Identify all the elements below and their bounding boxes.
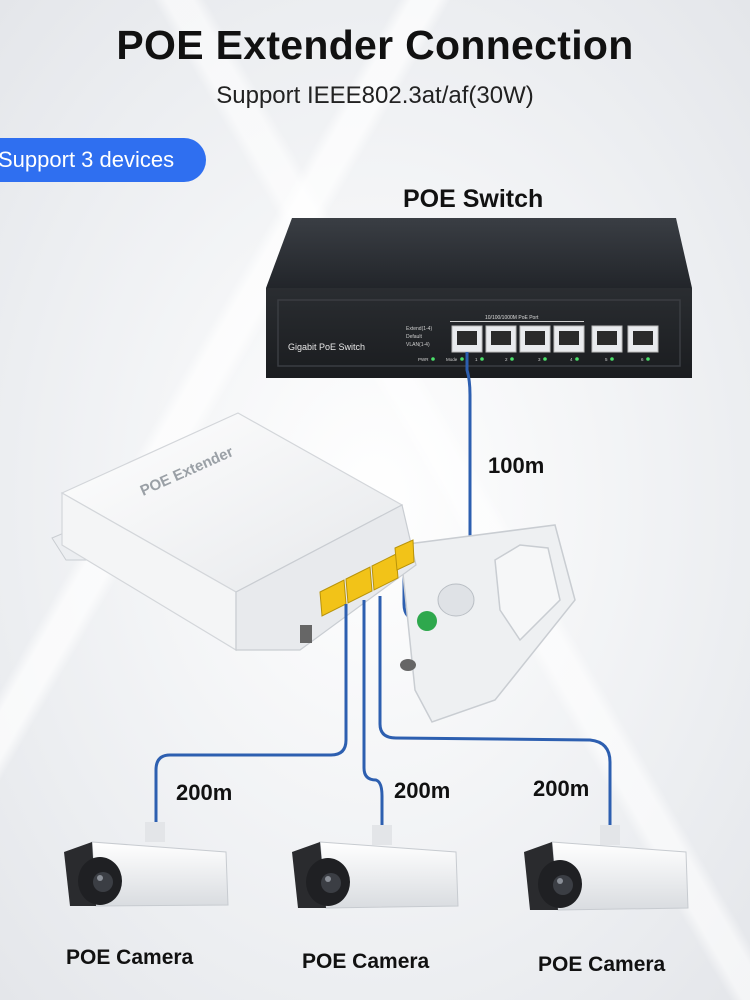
poe-camera-3 [524, 825, 689, 911]
switch-panel [277, 299, 681, 367]
led-mode [460, 357, 464, 361]
camera-cable-1 [154, 604, 348, 822]
switch-port-6-socket [633, 331, 653, 345]
switch-port-2-socket [491, 331, 511, 345]
camera-3-distance-label: 200m [533, 776, 590, 801]
switch-leds [431, 357, 650, 361]
port-header: 10/100/1000M PoE Port [485, 315, 539, 321]
mode-line-1: Extend(1-4) [406, 326, 432, 332]
camera-2-label: POE Camera [302, 950, 430, 973]
camera-cable-2 [362, 600, 384, 825]
extender-ports [319, 539, 415, 617]
camera-1-distance-label: 200m [176, 780, 233, 805]
mode-line-3: VLAN(1-4) [406, 342, 430, 348]
switch-panel-text: Gigabit PoE Switch [288, 342, 365, 352]
mode-line-2: Default [406, 334, 422, 340]
page-subtitle: Support IEEE802.3at/af(30W) [216, 82, 534, 109]
switch-top [266, 218, 692, 288]
led-port-5 [610, 357, 614, 361]
camera-3-lens-icon [553, 875, 573, 895]
bracket-clip [494, 544, 561, 642]
port-number-5: 5 [605, 357, 608, 362]
port-number-6: 6 [641, 357, 644, 362]
pwr-label: PWR [418, 357, 429, 362]
extender-port-3 [371, 553, 399, 591]
switch-ports [451, 325, 659, 353]
camera-1-mount [145, 822, 165, 842]
green-sticker [417, 611, 437, 631]
switch-port-4-socket [559, 331, 579, 345]
camera-1-lens-glint [97, 875, 103, 881]
extender-port-2 [345, 566, 373, 604]
mode-label: Mode [446, 357, 458, 362]
extender-port-input [394, 539, 415, 571]
port-header-bar [450, 321, 584, 322]
camera-3-mount [600, 825, 620, 845]
led-port-2 [510, 357, 514, 361]
port-number-3: 3 [538, 357, 541, 362]
bracket-hole-1 [437, 583, 475, 617]
led-pwr [431, 357, 435, 361]
port-number-1: 1 [475, 357, 478, 362]
poe-camera-1 [64, 822, 229, 907]
extender-ground [300, 625, 312, 643]
extender-port-face [235, 504, 417, 651]
poe-extender: POE Extender [51, 412, 576, 723]
switch-port-3-socket [525, 331, 545, 345]
camera-2-lens-glint [325, 876, 331, 882]
led-port-3 [543, 357, 547, 361]
poe-camera-2 [292, 825, 459, 909]
port-number-4: 4 [570, 357, 573, 362]
camera-2-distance-label: 200m [394, 778, 451, 803]
port-number-2: 2 [505, 357, 508, 362]
poe-switch: Gigabit PoE Switch Extend(1-4) Default V… [266, 218, 692, 378]
led-port-1 [480, 357, 484, 361]
device-count-badge: Support 3 devices [0, 138, 206, 182]
camera-2-mount [372, 825, 392, 845]
led-port-4 [575, 357, 579, 361]
uplink-distance-label: 100m [488, 453, 545, 478]
switch-label: POE Switch [403, 185, 544, 213]
camera-3-label: POE Camera [538, 953, 666, 976]
camera-3-lens-glint [557, 878, 563, 884]
switch-port-5-socket [597, 331, 617, 345]
camera-1-lens-icon [93, 872, 113, 892]
camera-1-label: POE Camera [66, 946, 194, 969]
page-title: POE Extender Connection [116, 22, 634, 68]
camera-cable-3 [378, 596, 612, 825]
camera-2-lens-icon [321, 873, 341, 893]
switch-port-1-socket [457, 331, 477, 345]
led-port-6 [646, 357, 650, 361]
port-numbers: 1 2 3 4 5 6 [475, 357, 644, 362]
bracket-screw-hole [400, 659, 416, 671]
